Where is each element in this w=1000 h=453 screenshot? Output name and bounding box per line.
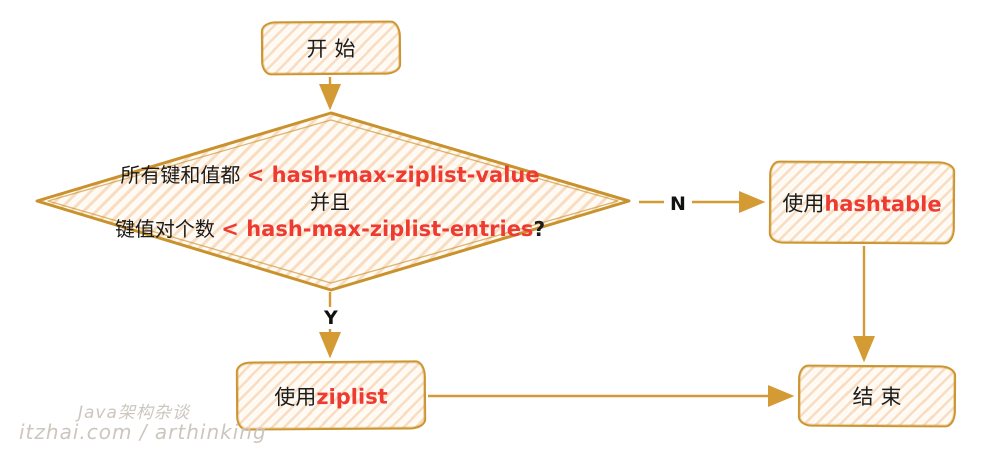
decision-line-3: 键值对个数 < hash-max-ziplist-entries?: [114, 217, 546, 241]
watermark-brand: Java架构杂谈: [78, 403, 190, 423]
edge-label-yes: Y: [318, 307, 344, 329]
decision-line-2: 并且: [310, 190, 350, 214]
end-node: 结束: [797, 364, 957, 428]
decision-diamond-sketch-line: [47, 119, 619, 284]
decision-node-text: 所有键和值都 < hash-max-ziplist-value 并且 键值对个数…: [70, 162, 590, 243]
decision-diamond-shape: [35, 111, 631, 292]
edge-label-no: N: [664, 193, 692, 215]
end-node-label: 结束: [852, 384, 909, 410]
decision-line-1: 所有键和值都 < hash-max-ziplist-value: [120, 163, 540, 187]
start-node-label: 开始: [306, 36, 363, 62]
start-node: 开始: [260, 20, 402, 76]
use-hashtable-label: 使用hashtable: [782, 191, 942, 216]
use-hashtable-node: 使用hashtable: [768, 160, 956, 245]
use-ziplist-label: 使用ziplist: [274, 384, 388, 409]
watermark-site: itzhai.com / arthinking: [19, 420, 267, 444]
